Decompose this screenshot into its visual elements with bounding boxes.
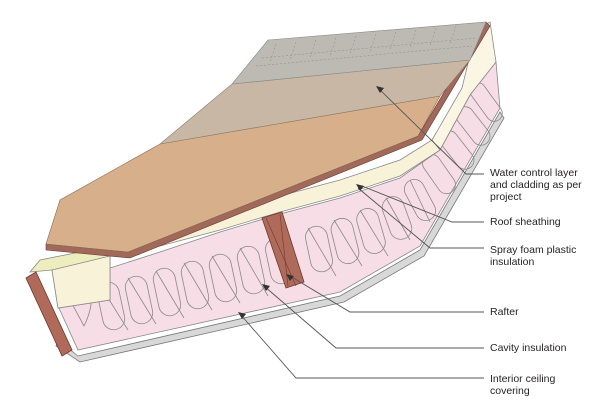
cavity-insulation-layer [57, 60, 501, 351]
label-interior-ceiling-covering: Interior ceiling covering [490, 373, 556, 397]
label-cavity-insulation: Cavity insulation [490, 342, 567, 354]
label-rafter: Rafter [490, 306, 519, 318]
label-water-control-layer: Water control layer and cladding as per … [490, 167, 582, 203]
label-roof-sheathing: Roof sheathing [490, 216, 561, 228]
end-rafter [25, 271, 73, 357]
cladding-texture [255, 25, 477, 67]
leader-lines [239, 87, 484, 379]
spray-foam-front [51, 255, 111, 309]
cladding [231, 21, 487, 85]
spray-foam-right-face [431, 21, 497, 151]
label-spray-foam-insulation: Spray foam plastic insulation [490, 244, 577, 268]
rafter [261, 211, 305, 289]
arrowheads [238, 86, 384, 319]
interior-ceiling-covering [55, 111, 505, 363]
